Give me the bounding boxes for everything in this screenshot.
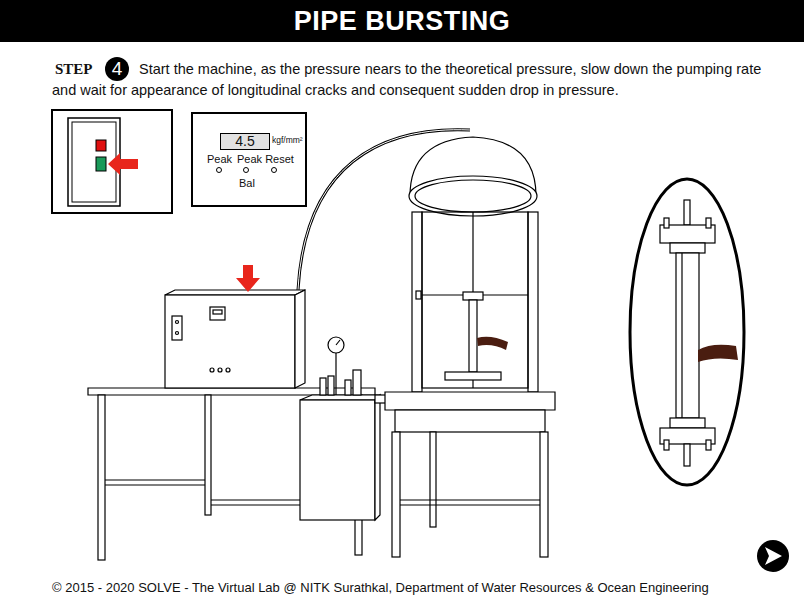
next-button [757, 540, 789, 572]
detail-oval [664, 218, 669, 228]
control-box [172, 316, 182, 340]
test-frame [540, 432, 548, 557]
step-number-circle: 4 [105, 57, 129, 81]
pump-tank [328, 376, 334, 395]
table [205, 395, 211, 515]
test-frame [400, 504, 540, 505]
digital-readout: 4.5 [220, 133, 270, 150]
panel-button [272, 168, 277, 173]
test-frame [415, 180, 531, 212]
test-frame [409, 176, 537, 216]
pump-tank [353, 370, 361, 395]
pump-tank [300, 337, 387, 520]
button-label: Peak [207, 153, 232, 165]
button-label: Peak Reset [237, 153, 294, 165]
copyright-footer: © 2015 - 2020 SOLVE - The Virtual Lab @ … [52, 580, 709, 595]
control-box [176, 321, 179, 324]
test-frame [412, 212, 422, 392]
pointer-arrow [236, 265, 260, 292]
control-box [213, 310, 222, 314]
control-box [295, 290, 305, 388]
table [105, 484, 205, 485]
pump-tank [300, 395, 380, 400]
pump-tank [345, 380, 351, 395]
unit-label: kgf/mm² [272, 135, 303, 145]
test-frame [463, 292, 483, 300]
test-frame [392, 432, 400, 557]
test-frame [445, 372, 501, 380]
test-frame [385, 392, 555, 410]
control-inset [52, 110, 172, 213]
water-spray [477, 337, 508, 350]
pump-tank [336, 340, 340, 345]
test-frame [400, 499, 540, 500]
detail-oval [670, 418, 705, 428]
pump-tank [328, 337, 344, 353]
title-bar: PIPE BURSTING [0, 0, 804, 42]
pointer-arrow [108, 153, 138, 175]
detail-oval [670, 243, 705, 253]
test-frame [528, 212, 538, 392]
slide-title: PIPE BURSTING [294, 0, 511, 42]
next-button [765, 547, 782, 565]
panel-button [217, 168, 222, 173]
detail-oval [706, 440, 711, 450]
pump-tank [300, 400, 375, 520]
control-box [210, 368, 214, 372]
pump-tank [320, 378, 326, 395]
control-inset [52, 110, 172, 213]
test-frame [422, 212, 528, 388]
control-box [210, 307, 225, 320]
detail-oval [684, 444, 690, 466]
pump-tank [335, 353, 336, 395]
pump-tank [375, 395, 380, 520]
detail-oval [676, 253, 699, 418]
detail-oval [681, 253, 682, 418]
test-frame [469, 300, 477, 372]
table [98, 395, 105, 560]
control-inset [96, 157, 106, 171]
step-label: STEP [55, 61, 93, 78]
control-box [176, 332, 179, 335]
node-text: 4 [105, 57, 129, 81]
control-inset [96, 140, 106, 151]
water-spray [698, 345, 738, 362]
detail-oval [706, 218, 711, 228]
instruction-text: Start the machine, as the pressure nears… [52, 59, 787, 101]
control-box [165, 290, 305, 295]
detail-oval [664, 440, 669, 450]
table [88, 388, 375, 560]
detail-oval [630, 179, 744, 485]
next-button [757, 540, 789, 572]
node-text: 4.5 [221, 134, 269, 149]
test-frame [395, 410, 545, 432]
control-box [165, 290, 305, 388]
display-panel: kgf/mm² Peak Peak ResetBal 4.5 [191, 112, 307, 207]
control-box [226, 368, 230, 372]
control-box [165, 295, 295, 388]
panel-button [244, 168, 249, 173]
detail-oval [630, 179, 744, 485]
table [105, 479, 205, 480]
detail-oval [684, 200, 690, 225]
control-inset [72, 122, 116, 202]
test-frame [416, 291, 421, 299]
test-frame [430, 432, 436, 527]
control-box [218, 368, 222, 372]
button-label: Bal [239, 177, 255, 189]
test-frame [385, 137, 555, 557]
